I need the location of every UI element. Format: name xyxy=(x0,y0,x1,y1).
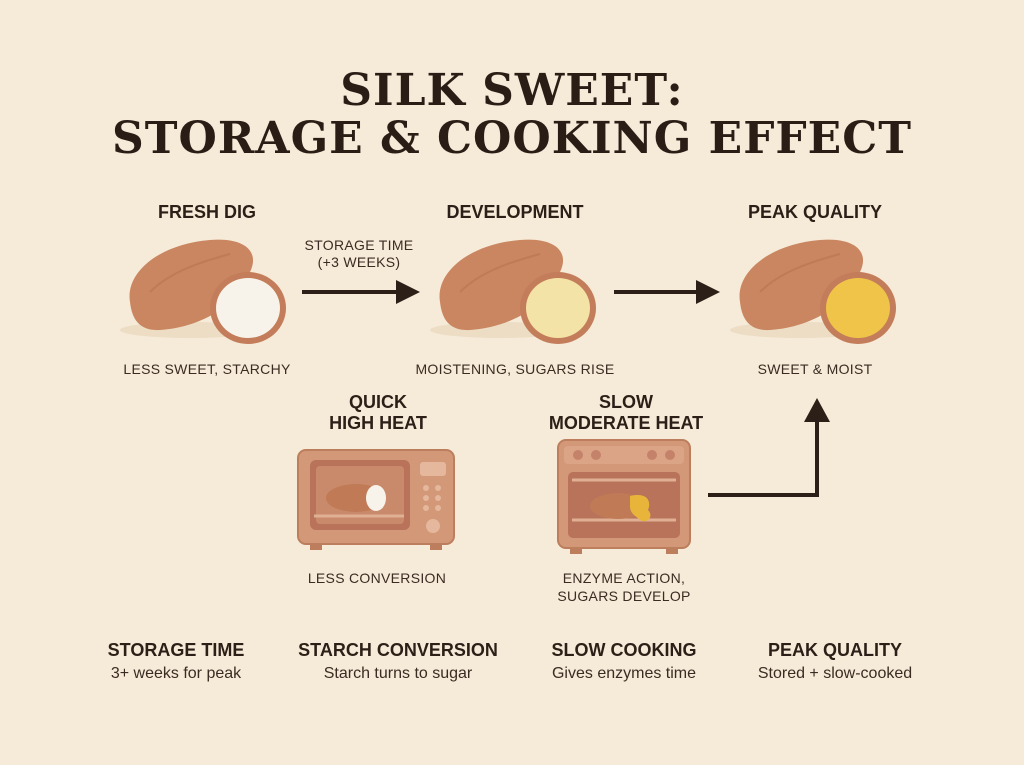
cooking-title-slow-line2: MODERATE HEAT xyxy=(548,413,704,433)
stage-title-fresh-dig: FRESH DIG xyxy=(157,202,256,222)
sweet-potato-fresh-icon xyxy=(120,239,286,344)
caption-slow-line1: ENZYME ACTION, xyxy=(562,570,686,586)
cooking-title-quick: QUICK HIGH HEAT xyxy=(268,392,488,434)
caption-peak-quality: SWEET & MOIST xyxy=(757,361,873,377)
arrow-head-3 xyxy=(804,398,830,422)
cooking-title-slow: SLOW MODERATE HEAT xyxy=(516,392,736,434)
cooking-title-quick-line1: QUICK xyxy=(349,392,407,412)
footer-heading-storage-time: STORAGE TIME xyxy=(107,640,245,660)
caption-fresh-dig: LESS SWEET, STARCHY xyxy=(123,361,291,377)
caption-quick-line1: LESS CONVERSION xyxy=(307,570,447,586)
footer-heading-starch-conversion: STARCH CONVERSION xyxy=(298,640,498,660)
footer-sub-starch-conversion: Starch turns to sugar xyxy=(323,665,473,682)
stage-title-development: DEVELOPMENT xyxy=(446,202,584,222)
footer-sub-slow-cooking: Gives enzymes time xyxy=(551,665,697,682)
title-line-2: STORAGE & COOKING EFFECT xyxy=(112,113,912,164)
caption-slow-line2: SUGARS DEVELOP xyxy=(557,588,691,604)
arrow-head-2 xyxy=(696,280,720,304)
title-line-1: SILK SWEET: xyxy=(340,65,684,116)
microwave-icon xyxy=(297,449,455,550)
footer-sub-storage-time: 3+ weeks for peak xyxy=(110,665,242,682)
caption-quick-heat: LESS CONVERSION xyxy=(247,569,507,587)
footer-heading-slow-cooking: SLOW COOKING xyxy=(551,640,697,660)
storage-arrow-label-line1: STORAGE TIME xyxy=(304,237,414,253)
footer-heading-peak-quality: PEAK QUALITY xyxy=(767,640,902,660)
sweet-potato-development-icon xyxy=(430,239,596,344)
storage-arrow-label: STORAGE TIME (+3 WEEKS) xyxy=(279,237,439,271)
sweet-potato-peak-icon xyxy=(730,239,896,344)
arrow-slow-to-peak xyxy=(708,420,819,497)
arrow-head-1 xyxy=(396,280,420,304)
storage-arrow-label-line2: (+3 WEEKS) xyxy=(317,254,401,270)
footer-sub-peak-quality: Stored + slow-cooked xyxy=(757,665,913,682)
cooking-title-slow-line1: SLOW xyxy=(599,392,653,412)
caption-development: MOISTENING, SUGARS RISE xyxy=(415,361,615,377)
caption-slow-heat: ENZYME ACTION, SUGARS DEVELOP xyxy=(494,569,754,605)
oven-icon xyxy=(557,439,691,554)
cooking-title-quick-line2: HIGH HEAT xyxy=(329,413,427,433)
stage-title-peak-quality: PEAK QUALITY xyxy=(747,202,882,222)
